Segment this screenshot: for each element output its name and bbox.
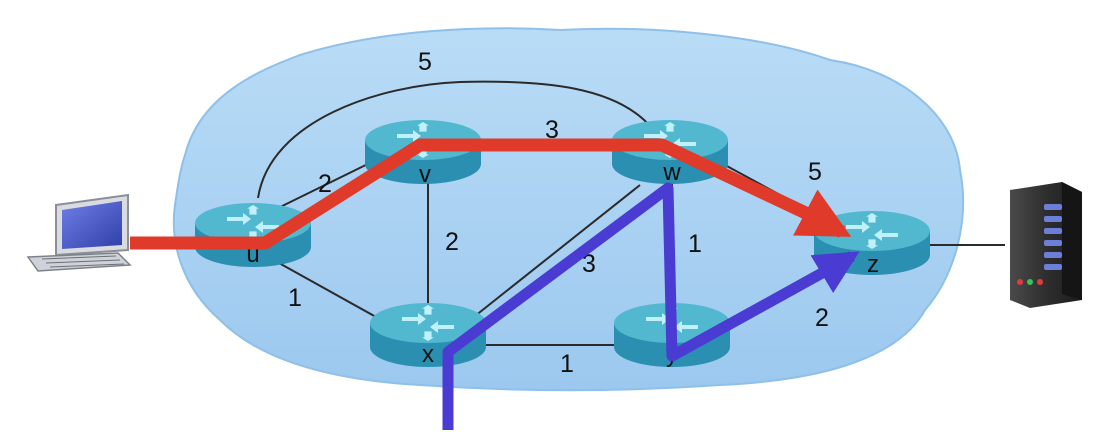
laptop-computer-icon xyxy=(26,193,132,272)
weight-u-w: 5 xyxy=(418,48,432,76)
weight-x-w: 3 xyxy=(582,250,596,278)
router-arrows-icon xyxy=(402,305,454,341)
link-weights: 2 5 1 3 2 3 1 5 1 2 xyxy=(288,48,829,378)
server-tower-icon xyxy=(1010,182,1082,308)
node-label-z: z xyxy=(867,251,879,278)
link-u-v xyxy=(269,157,381,213)
weight-v-x: 2 xyxy=(445,228,459,256)
weight-y-z: 2 xyxy=(815,304,829,332)
link-u-w xyxy=(257,80,656,199)
red-flow-path xyxy=(130,138,852,250)
link-x-w xyxy=(469,184,641,321)
node-label-x: x xyxy=(422,341,434,368)
node-label-v: v xyxy=(419,161,431,188)
weight-u-v: 2 xyxy=(318,170,332,198)
weight-x-y: 1 xyxy=(560,350,574,378)
weight-w-z: 5 xyxy=(808,158,822,186)
router-x xyxy=(370,303,486,367)
blue-flow-path xyxy=(442,182,860,430)
weight-u-x: 1 xyxy=(288,284,302,312)
weight-v-w: 3 xyxy=(545,116,559,144)
router-arrows-icon xyxy=(846,213,898,249)
node-label-w: w xyxy=(662,159,681,186)
weight-w-y: 1 xyxy=(688,230,702,258)
link-u-x xyxy=(269,257,386,323)
